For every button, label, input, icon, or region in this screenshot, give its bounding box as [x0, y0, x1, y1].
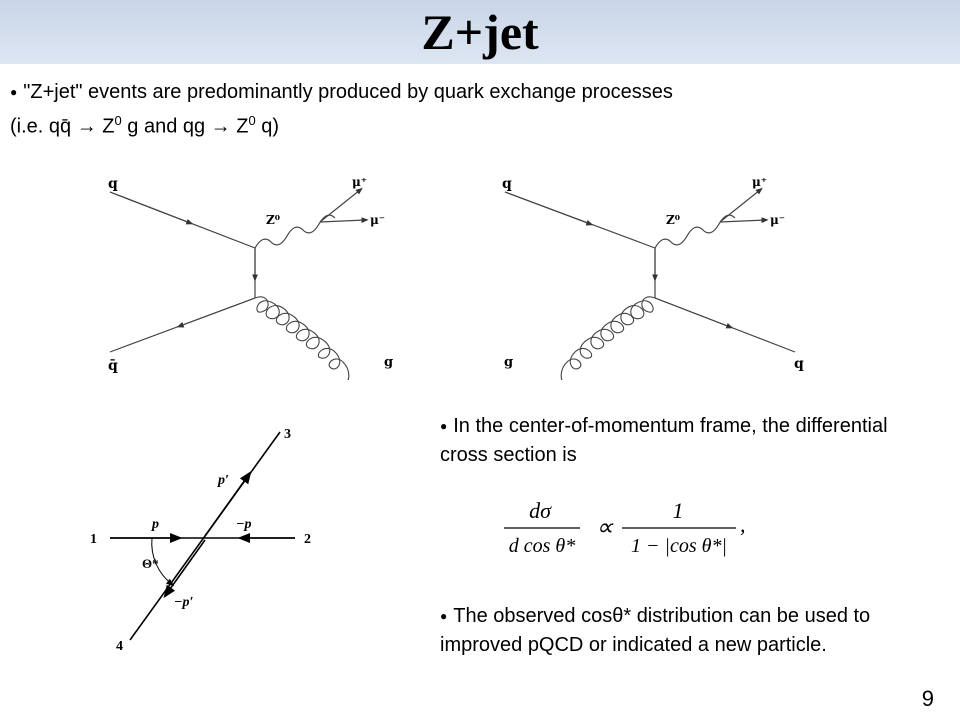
bullet-dot: ● [10, 84, 18, 99]
page-number: 9 [921, 686, 934, 711]
label-z0: Z⁰ [266, 213, 280, 227]
label-mu-minus: μ⁻ [370, 213, 385, 227]
bullet-frame-text: In the center-of-momentum frame, the dif… [440, 415, 888, 466]
label-mu-plus: μ⁺ [352, 175, 367, 189]
sup-z2: 0 [248, 112, 256, 128]
formula-rhs-den: 1 − |cos θ*| [631, 535, 727, 557]
label-p: p [151, 517, 159, 532]
sup-z1: 0 [114, 112, 122, 128]
feynman-diagram-qqbar: q q̄ Z⁰ μ⁺ μ⁻ g [108, 175, 393, 380]
label-mu-plus-right: μ⁺ [752, 175, 767, 189]
bullet-intro: ● "Z+jet" events are predominantly produc… [10, 78, 940, 140]
feynman-diagram-qg: q g Z⁰ μ⁺ μ⁻ q [502, 175, 804, 380]
label-4: 4 [116, 639, 123, 654]
bullet-dot: ● [440, 608, 448, 623]
label-g-in: g [504, 355, 513, 370]
label-2: 2 [304, 532, 311, 547]
formula-prop: ∝ [596, 515, 614, 541]
label-q-in: q [108, 176, 118, 192]
label-3: 3 [284, 427, 291, 442]
label-qbar-in: q̄ [108, 358, 118, 374]
bullet-observed: ●The observed cosθ* distribution can be … [440, 602, 910, 659]
bullet-intro-line2-pre: (i.e. qq̄ → Z [10, 115, 115, 138]
bullet-observed-text: The observed cosθ* distribution can be u… [440, 605, 871, 656]
label-z0-right: Z⁰ [666, 213, 680, 227]
cross-section-formula: dσ d cos θ* ∝ 1 1 − |cos θ*| , [504, 498, 746, 557]
label-p-prime: p′ [217, 473, 229, 488]
label-1: 1 [90, 532, 97, 547]
bullet-intro-line2-mid: g and qg → Z [121, 115, 249, 138]
slide-title: Z+jet [421, 4, 539, 60]
label-minus-p: −p [236, 517, 251, 532]
label-q-in-right: q [502, 176, 512, 192]
label-mu-minus-right: μ⁻ [770, 213, 785, 227]
formula-rhs-num: 1 [673, 498, 684, 523]
label-minus-p-prime: −p′ [174, 595, 193, 610]
label-q-out: q [794, 356, 804, 372]
formula-trail: , [740, 512, 746, 537]
bullet-intro-line1: "Z+jet" events are predominantly produce… [23, 81, 673, 103]
kinematics-diagram: 1 2 3 4 p −p p′ −p′ Θ* [90, 427, 311, 654]
bullet-dot: ● [440, 418, 448, 433]
label-theta: Θ* [142, 556, 159, 571]
bullet-frame: ●In the center-of-momentum frame, the di… [440, 412, 900, 469]
bullet-intro-line2-post: q) [255, 115, 280, 138]
title-bar [0, 0, 960, 64]
formula-lhs-den: d cos θ* [509, 535, 575, 557]
label-g-out: g [384, 355, 393, 370]
formula-lhs-num: dσ [529, 498, 552, 523]
